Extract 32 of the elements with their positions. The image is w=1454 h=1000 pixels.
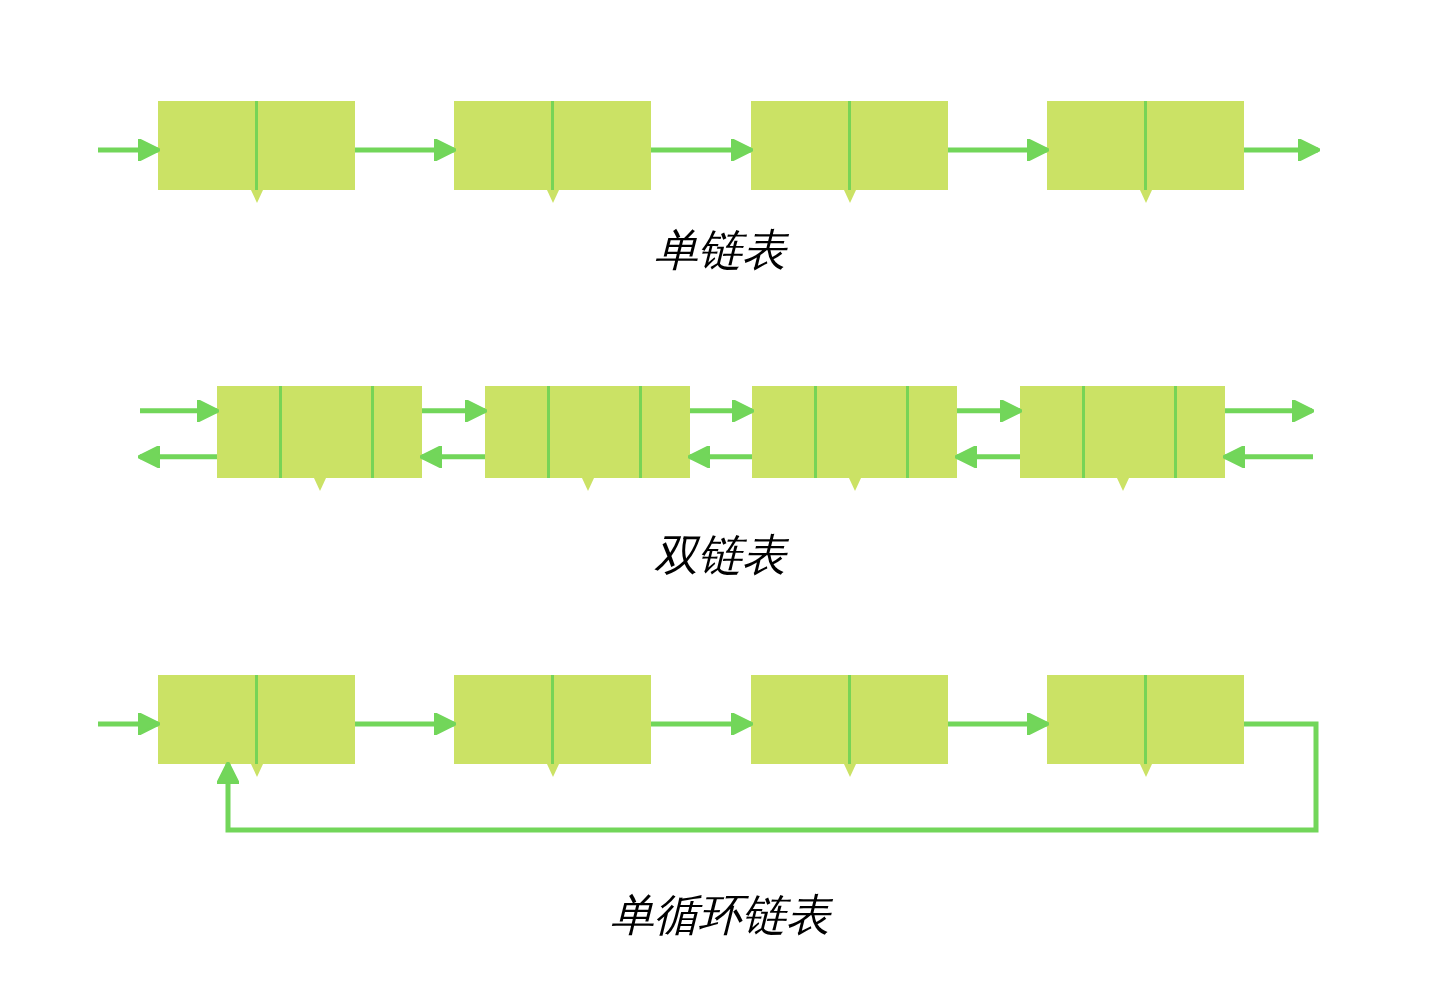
list-node-box [751, 675, 948, 764]
arrow [98, 137, 162, 163]
arrow [140, 398, 221, 423]
arrow [1221, 444, 1313, 469]
arrow [418, 444, 485, 469]
list-node-box [158, 101, 355, 190]
arrow [355, 137, 458, 163]
arrow [953, 444, 1020, 469]
arrow [651, 711, 755, 737]
arrow [651, 137, 755, 163]
list-node-box [454, 675, 651, 764]
arrow [948, 137, 1051, 163]
arrow [215, 721, 1319, 833]
arrow [1244, 137, 1322, 163]
list-node-box [485, 386, 690, 478]
list-node-box [158, 675, 355, 764]
arrow [957, 398, 1024, 423]
list-node-box [1047, 101, 1244, 190]
list-node-box [1047, 675, 1244, 764]
list-node-box [752, 386, 957, 478]
arrow [422, 398, 489, 423]
arrow [136, 444, 217, 469]
arrow [1225, 398, 1316, 423]
arrow [690, 398, 756, 423]
arrow [355, 711, 458, 737]
arrow [948, 711, 1051, 737]
arrow [686, 444, 752, 469]
arrow [98, 711, 162, 737]
list-node-box [1020, 386, 1225, 478]
list-node-box [454, 101, 651, 190]
list-node-box [217, 386, 422, 478]
list-node-box [751, 101, 948, 190]
